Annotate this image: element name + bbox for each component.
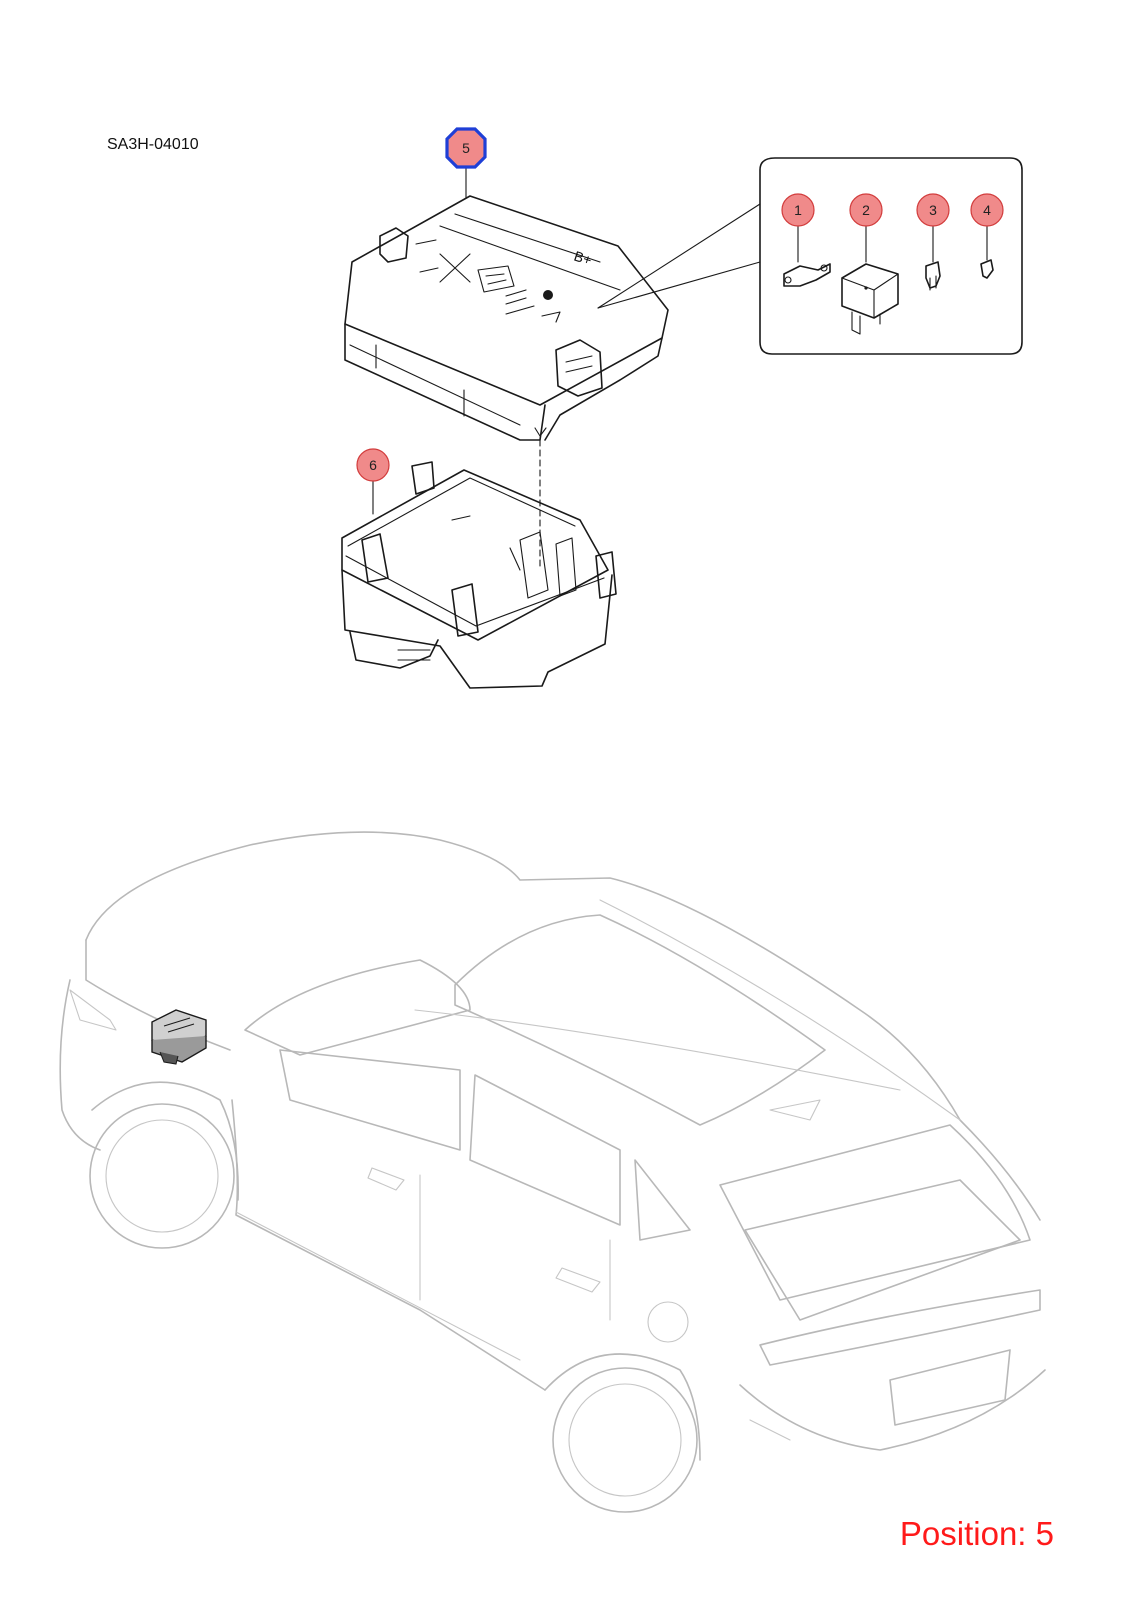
relay-part[interactable] bbox=[841, 263, 899, 335]
callout-6-label: 6 bbox=[369, 457, 377, 473]
callout-2-label: 2 bbox=[862, 202, 870, 218]
callout-4-label: 4 bbox=[983, 202, 991, 218]
callout-3[interactable]: 3 bbox=[916, 193, 950, 227]
callout-5[interactable]: 5 bbox=[445, 127, 487, 169]
vehicle-location-drawing bbox=[59, 831, 1046, 1513]
fuse-box-cover[interactable]: B+ bbox=[344, 195, 669, 441]
position-label: Position: 5 bbox=[900, 1515, 1054, 1552]
callout-2[interactable]: 2 bbox=[849, 193, 883, 227]
callout-3-label: 3 bbox=[929, 202, 937, 218]
callout-1-label: 1 bbox=[794, 202, 802, 218]
mini-fuse-part[interactable] bbox=[980, 259, 994, 279]
fuse-box-location-marker[interactable] bbox=[151, 1009, 207, 1065]
inset-parts-box bbox=[597, 157, 1023, 355]
callout-6[interactable]: 6 bbox=[356, 448, 390, 482]
blade-fuse-part[interactable] bbox=[925, 261, 941, 291]
callout-4[interactable]: 4 bbox=[970, 193, 1004, 227]
callout-5-label: 5 bbox=[462, 140, 470, 156]
fusible-link-part[interactable] bbox=[783, 263, 831, 287]
diagram-code: SA3H-04010 bbox=[107, 136, 199, 153]
callout-1[interactable]: 1 bbox=[781, 193, 815, 227]
fuse-box-base[interactable] bbox=[341, 461, 617, 689]
cover-bplus-marking: B+ bbox=[572, 248, 594, 269]
